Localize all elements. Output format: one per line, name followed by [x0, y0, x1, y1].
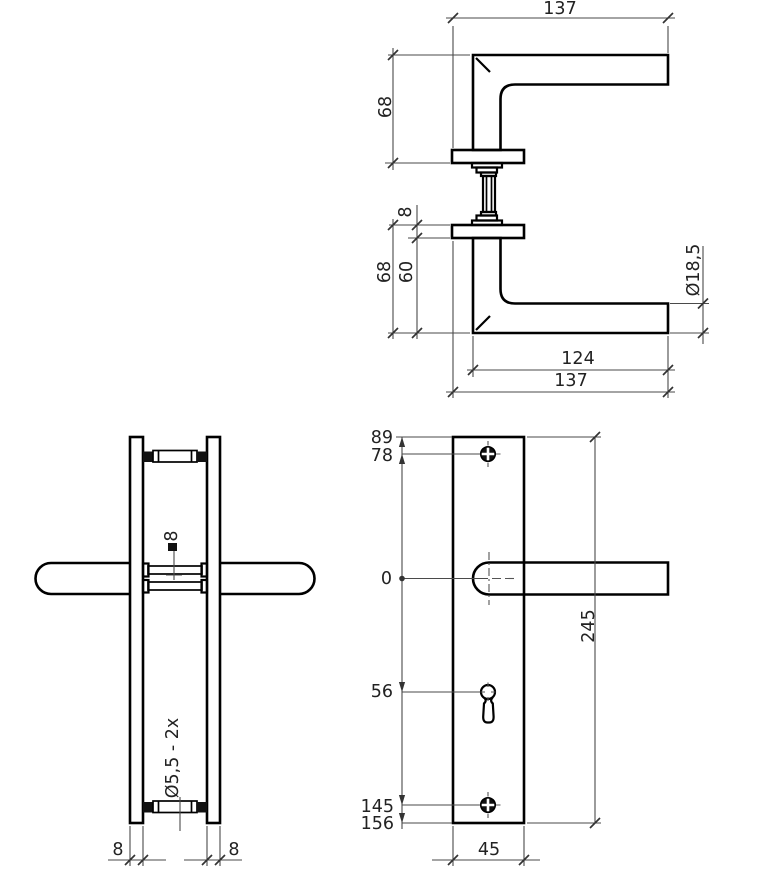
left-grip — [34, 561, 130, 596]
top-connection-bolt — [143, 449, 207, 463]
front-view: 8 Ø5,5 - 2x 8 8 — [34, 435, 316, 866]
dim-lower-height: 68 — [375, 261, 395, 283]
side-view: 137 68 8 60 68 Ø18,5 124 137 — [375, 0, 709, 398]
side-view-dimensions — [385, 12, 709, 398]
dim-plate-thickness: 8 — [396, 206, 416, 217]
lower-backplate-edge — [450, 223, 526, 240]
grip-front — [471, 561, 670, 596]
plate-thickness-dimensions: 8 8 — [108, 826, 242, 866]
dim-plate-top: 89 — [371, 428, 393, 448]
dim-bottom-screw: 145 — [361, 797, 394, 817]
dim-grip-diameter: Ø18,5 — [684, 244, 704, 297]
spindle-through-door — [141, 562, 209, 594]
dim-zero: 0 — [381, 569, 392, 589]
dim-top-length: 137 — [543, 0, 576, 19]
square-spindle-symbol — [168, 543, 177, 551]
lower-corner-mark — [475, 315, 491, 331]
backplate-face — [451, 435, 526, 825]
spindle-size-callout: 8 — [162, 530, 182, 580]
dim-plate-bottom: 156 — [361, 814, 394, 834]
ordinate-dimensions: 89 78 0 56 145 156 — [361, 428, 514, 834]
dim-upper-height: 68 — [376, 96, 396, 118]
width-dimension: 45 — [432, 826, 540, 866]
screw-note-callout: Ø5,5 - 2x — [163, 718, 183, 831]
right-grip — [220, 561, 316, 596]
upper-backplate-edge — [450, 148, 526, 165]
right-plate-edge — [205, 435, 222, 825]
dim-left-plate: 8 — [112, 840, 123, 860]
bottom-connection-bolt — [143, 800, 207, 814]
lower-lever-outline — [471, 236, 670, 335]
keyhole — [479, 682, 497, 724]
backplate-view: 89 78 0 56 145 156 245 45 — [361, 428, 670, 866]
dim-top-screw: 78 — [371, 446, 393, 466]
left-plate-edge — [128, 435, 145, 825]
dim-total-length: 137 — [554, 371, 587, 391]
dim-height: 245 — [579, 609, 599, 642]
upper-lever-outline — [471, 53, 670, 152]
screw-note-label: Ø5,5 - 2x — [163, 718, 183, 799]
dim-neck-height: 60 — [397, 261, 417, 283]
dim-keyhole: 56 — [371, 682, 393, 702]
top-screw — [475, 441, 501, 467]
spindle-size-label: 8 — [162, 530, 182, 541]
dim-width: 45 — [478, 840, 500, 860]
height-dimension: 245 — [527, 431, 601, 829]
dim-right-plate: 8 — [228, 840, 239, 860]
bottom-screw — [475, 792, 501, 818]
upper-corner-mark — [475, 57, 491, 73]
dim-grip-length: 124 — [561, 349, 594, 369]
spindle-assembly — [470, 161, 504, 227]
